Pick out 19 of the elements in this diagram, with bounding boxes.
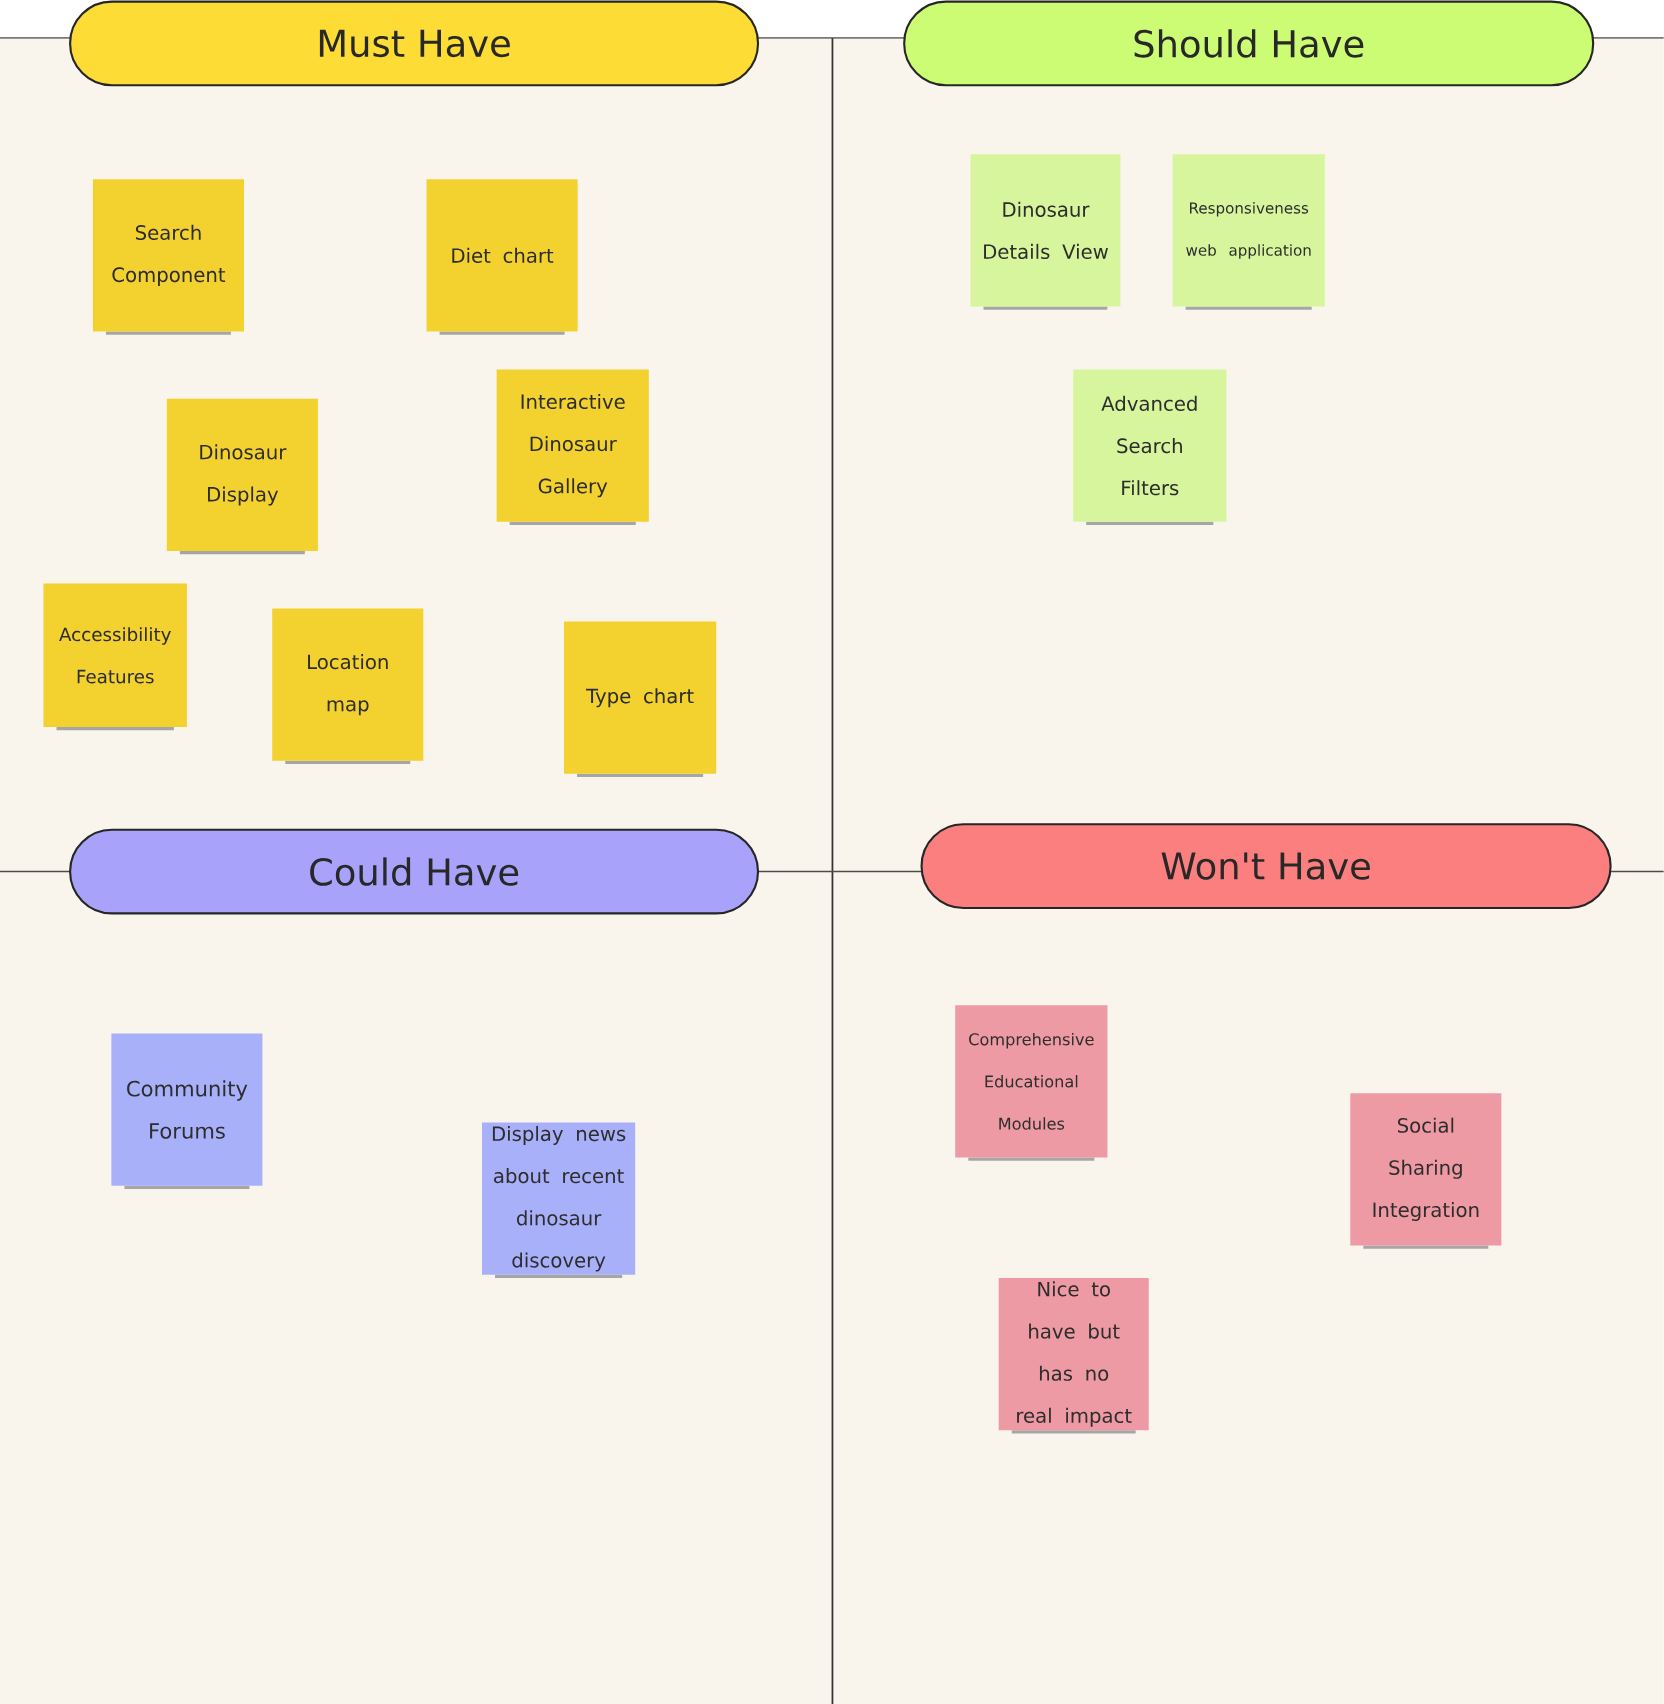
sticky-note: Dinosaur Details View [970, 154, 1121, 310]
sticky-note: Community Forums [111, 1033, 263, 1189]
sticky-note: Nice to have but has no real impact [998, 1278, 1149, 1434]
category-header: Should Have [903, 0, 1595, 87]
sticky-note: Search Component [93, 179, 245, 335]
category-header: Won't Have [920, 823, 1612, 910]
sticky-note: Diet chart [426, 179, 578, 335]
sticky-note: Location map [272, 608, 424, 764]
sticky-note: Interactive Dinosaur Gallery [496, 369, 649, 525]
category-header: Could Have [69, 828, 760, 915]
sticky-note: Responsiveness web application [1172, 154, 1325, 310]
sticky-note: Comprehensive Educational Modules [955, 1005, 1108, 1161]
sticky-note: Social Sharing Integration [1350, 1093, 1502, 1249]
sticky-note: Type chart [564, 621, 717, 777]
sticky-note: Advanced Search Filters [1073, 369, 1227, 525]
sticky-note: Display news about recent dinosaur discovery [482, 1122, 636, 1278]
category-header: Must Have [69, 0, 760, 87]
sticky-note: Accessibility Features [43, 583, 188, 731]
sticky-note: Dinosaur Display [166, 398, 318, 555]
